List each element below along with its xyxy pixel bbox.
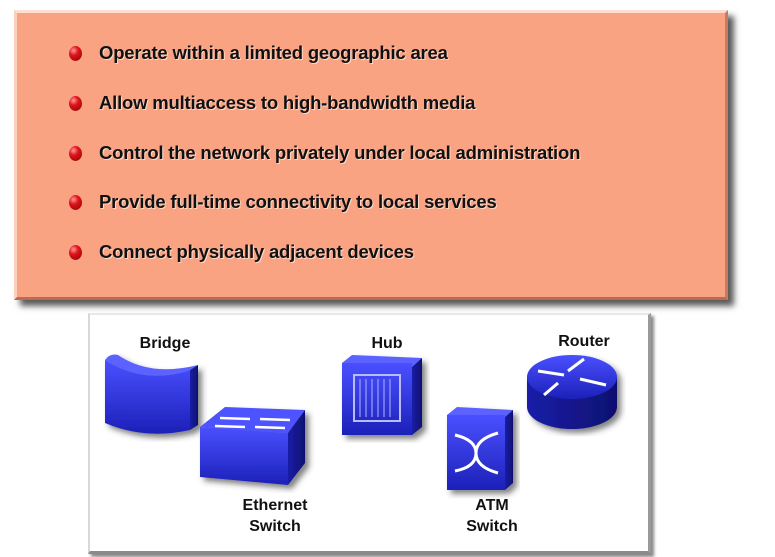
list-item: Provide full-time connectivity to local … [69, 191, 497, 213]
bridge-icon [105, 354, 198, 434]
list-item: Allow multiaccess to high-bandwidth medi… [69, 92, 475, 114]
list-item-text: Connect physically adjacent devices [99, 241, 414, 262]
list-item: Connect physically adjacent devices [69, 241, 414, 263]
ethernet-switch-icon [200, 407, 305, 485]
lan-characteristics-panel: Operate within a limited geographic area… [14, 10, 728, 300]
atm-switch-label-line2: Switch [466, 518, 518, 535]
ethernet-switch-label: Ethernet Switch [243, 495, 308, 537]
hub-icon [342, 355, 422, 435]
list-item-text: Operate within a limited geographic area [99, 42, 448, 63]
ethernet-switch-label-line2: Switch [249, 518, 301, 535]
list-item: Operate within a limited geographic area [69, 42, 448, 64]
atm-switch-label: ATM Switch [466, 495, 518, 537]
list-item-text: Control the network privately under loca… [99, 142, 581, 163]
atm-switch-label-line1: ATM [475, 497, 509, 514]
router-label: Router [558, 333, 610, 350]
bullet-icon [69, 95, 82, 111]
list-item-text: Allow multiaccess to high-bandwidth medi… [99, 92, 476, 113]
bullet-icon [69, 145, 82, 161]
router-icon [527, 355, 617, 429]
list-item-text: Provide full-time connectivity to local … [99, 191, 497, 212]
list-item: Control the network privately under loca… [69, 142, 580, 164]
bullet-icon [69, 194, 82, 210]
hub-label: Hub [371, 335, 403, 352]
bullet-icon [69, 45, 82, 61]
bridge-label: Bridge [139, 335, 191, 352]
atm-switch-icon [447, 407, 513, 490]
lan-devices-panel: Bridge Hub Router Ethernet Switch ATM Sw… [88, 313, 651, 554]
ethernet-switch-label-line1: Ethernet [242, 497, 308, 514]
bullet-icon [69, 244, 82, 260]
